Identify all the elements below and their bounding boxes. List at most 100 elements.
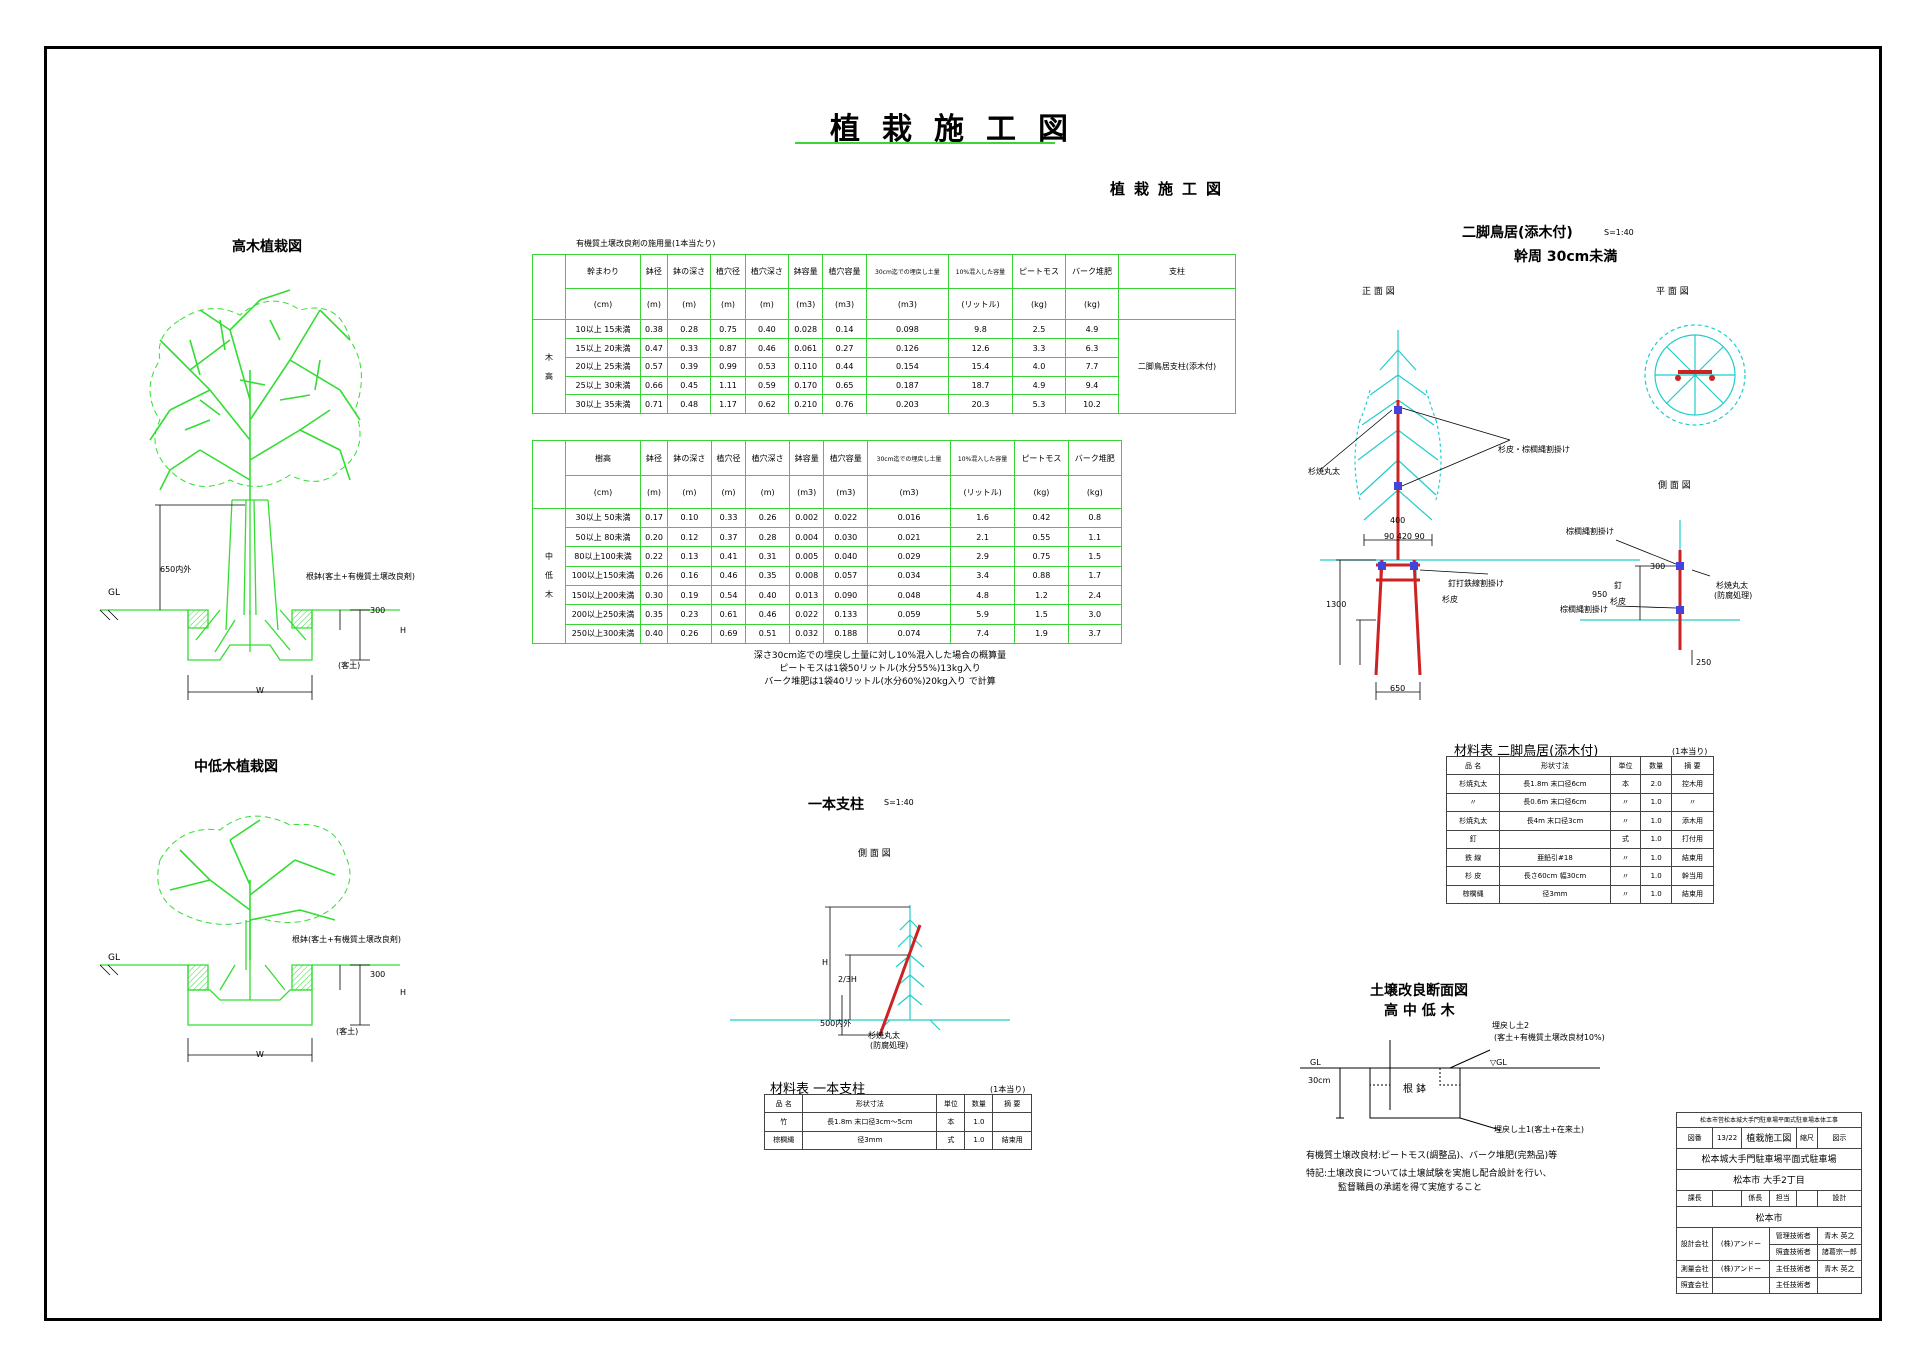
table-cell: 〃 [1609,792,1642,813]
table-cell: 0.45 [666,375,712,396]
tb-sheet-no: 13/22 [1712,1126,1742,1149]
table-cell: 0.28 [666,319,712,340]
table-cell: 4.9 [1011,375,1066,396]
th-mix: 10%混入した容量 [947,253,1013,290]
unit-cell: (m) [667,475,712,509]
table-cell: 釘 [1445,829,1501,849]
soil-fill2b-label: (客土+有機質土壌改良材10%) [1494,1033,1605,1042]
single-post-log-treatment-label: (防腐処理) [870,1041,909,1050]
unit-cell: (kg) [1067,475,1123,509]
table-cell: 3.0 [1067,604,1123,625]
table-cell: 径3mm [1499,884,1611,905]
tb-design-label: 設計会社 [1675,1227,1714,1262]
mid-tree-soil-label: (客土) [336,1027,359,1036]
tb-check: 課長 [1675,1189,1714,1208]
tall-tree-trunk-and-posts [195,499,307,653]
table-cell: 1.0 [964,1130,994,1151]
table-cell: 0.39 [666,356,712,377]
table-cell: 1.0 [1640,884,1672,905]
drawing-frame [44,46,1882,1321]
table-cell: 0.27 [822,338,867,358]
tb-role: 主任技術者 [1768,1276,1818,1295]
group-label: 木高 [532,319,566,414]
tall-tree-heading: 高木植栽図 [232,239,302,255]
bipod-plan-stakes [1675,370,1715,381]
table-cell: 1.0 [1640,829,1672,849]
table-cell: 30以上 35未満 [565,394,641,414]
table-cell: 0.33 [666,338,712,358]
table-cell: 50以上 80未満 [565,526,641,548]
unit-cell: (kg) [1014,475,1069,509]
th-hole-dia: 植穴径 [710,439,747,477]
table-cell: 5.9 [949,604,1016,625]
table-cell: 20.3 [947,394,1013,414]
table-cell: 0.71 [640,394,668,414]
table-cell: 0.12 [667,526,712,548]
table-cell: 0.16 [667,565,712,586]
table-cell: 結束用 [1670,847,1715,868]
bipod-d400-label: 400 [1390,516,1406,525]
unit-cell: (m3) [865,288,949,321]
table-cell: 〃 [1609,866,1642,886]
table-cell: 控木用 [1670,774,1715,794]
table-cell: 0.65 [822,375,867,396]
bipod-material-unit-note: (1本当り) [1672,747,1708,756]
table-cell: 0.187 [865,375,949,396]
unit-cell: (m) [640,288,668,321]
table-cell: 0.14 [822,319,867,340]
unit-cell: (kg) [1064,288,1120,321]
table-cell: 15.4 [947,356,1013,377]
mid-tree-h-label: H [400,988,407,997]
table-cell: 0.028 [788,319,824,340]
table-cell: 0.021 [867,526,951,548]
th-bark: バーク堆肥 [1067,439,1123,477]
table-cell: 0.210 [788,394,824,414]
table-cell: 0.005 [789,546,825,567]
table-cell: 1.9 [1014,623,1069,645]
table-cell: 0.030 [823,526,869,548]
amount-table-caption: 有機質土壌改良剤の施用量(1本当たり) [576,239,716,248]
table-cell: 0.20 [639,526,669,548]
unit-cell: (m3) [789,475,825,509]
bipod-scale: S=1:40 [1604,228,1634,237]
single-post-h-label: H [822,958,829,967]
th-trunk: 幹まわり [565,253,641,290]
table-cell: 0.66 [640,375,668,396]
table-cell: 250以上300未満 [565,623,641,645]
bipod-side-log-label: 杉焼丸太 [1716,581,1748,590]
unit-cell: (m) [666,288,712,321]
tb-role: 管理技術者 [1768,1227,1818,1245]
group-label: 中低木 [532,507,566,645]
bipod-plan-view-label: 平 面 図 [1656,287,1689,297]
table-cell: 幹当用 [1670,866,1715,886]
th-qty: 数量 [1640,755,1672,776]
tb-drawing-name: 植栽施工図 [1740,1126,1797,1149]
tb-location: 松本市 大手2丁目 [1676,1168,1862,1191]
tall-tree-drawing [99,289,400,700]
unit-cell: (m) [639,475,669,509]
tb-person: 青木 英之 [1816,1227,1863,1245]
soil-material-note: 有機質土壌改良材:ピートモス(調整品)、バーク堆肥(完熟品)等 [1306,1151,1558,1161]
table-cell: 長さ60cm 幅30cm [1499,866,1611,886]
table-cell: 0.53 [744,356,790,377]
unit-cell: (m3) [867,475,951,509]
table-cell: 4.9 [1064,319,1120,340]
tb-sheet-label: 図番 [1675,1126,1714,1149]
table-cell: 〃 [1609,847,1642,868]
tb-person: 青木 英之 [1816,1260,1863,1278]
sheet-subtitle: 植栽施工図 [1110,180,1231,198]
group-label-char: 木 [545,590,553,600]
table-cell: 0.10 [667,507,712,528]
table-cell: 1.0 [1640,866,1672,886]
tall-tree-rootball-label: 根鉢(客土+有機質土壌改良剤) [306,572,415,581]
th-ball-dia: 鉢径 [639,439,669,477]
